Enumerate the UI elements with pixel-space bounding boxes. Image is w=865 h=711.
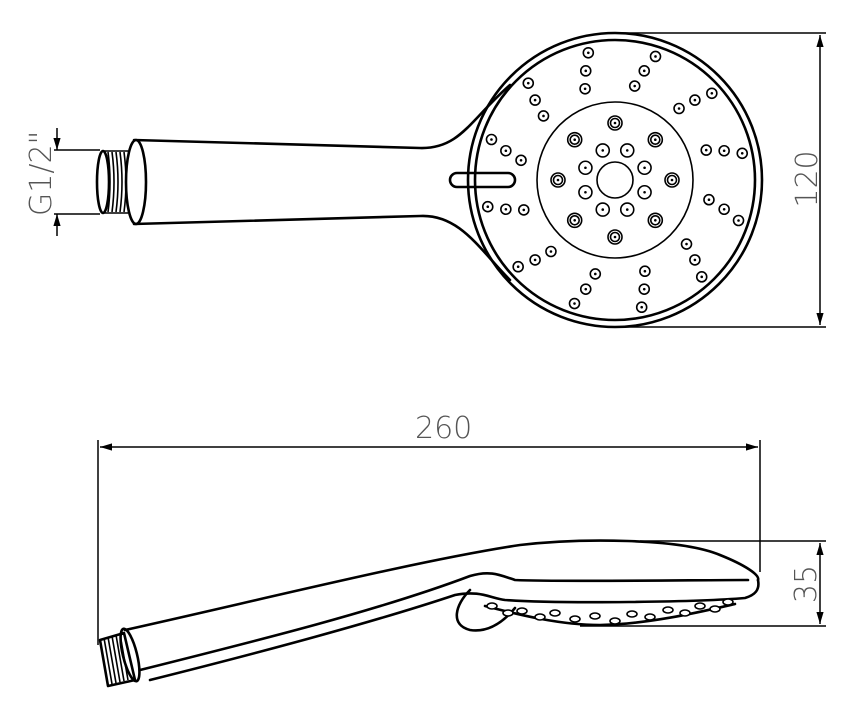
side-handle-top bbox=[123, 539, 760, 632]
diameter-dimension-label: 120 bbox=[790, 150, 825, 208]
thread-dimension bbox=[53, 128, 100, 236]
front-view bbox=[53, 31, 764, 329]
diameter-dimension bbox=[615, 32, 826, 328]
height-dimension-label: 35 bbox=[789, 564, 824, 604]
side-nozzles bbox=[486, 598, 734, 625]
side-handle-mid bbox=[138, 572, 750, 672]
thread-connector bbox=[95, 138, 148, 226]
mode-slot bbox=[448, 171, 517, 189]
side-handle-low bbox=[148, 578, 760, 682]
spray-ring bbox=[536, 101, 694, 259]
thread-dimension-label: G1/2" bbox=[24, 130, 59, 216]
center-boss bbox=[596, 161, 634, 199]
height-dimension bbox=[580, 540, 826, 627]
handle-outline bbox=[132, 83, 512, 282]
head-outer-rim bbox=[466, 31, 764, 329]
length-dimension-label: 260 bbox=[415, 411, 473, 446]
side-button bbox=[455, 588, 517, 632]
side-thread bbox=[98, 627, 141, 688]
length-dimension bbox=[97, 440, 761, 645]
head-inner-rim bbox=[473, 38, 757, 322]
side-view bbox=[97, 440, 826, 688]
nozzles bbox=[481, 46, 749, 314]
